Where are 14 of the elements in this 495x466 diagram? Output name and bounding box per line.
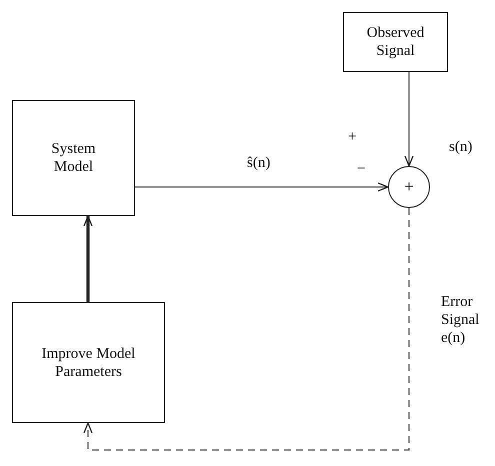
process-box [12, 100, 135, 216]
edge-label: ŝ(n) [246, 154, 272, 172]
box-label: System Model [50, 140, 97, 176]
sign-text: + [404, 176, 414, 198]
summing-junction [388, 166, 430, 208]
arrow [134, 182, 389, 192]
arrow [404, 72, 414, 167]
arrow [83, 215, 93, 302]
dashed-arrow [83, 208, 410, 450]
box-label: Observed Signal [366, 24, 426, 60]
process-box [343, 12, 448, 72]
process-box [12, 302, 165, 423]
edge-label: s(n) [448, 138, 474, 156]
box-label: Improve Model Parameters [40, 344, 136, 380]
